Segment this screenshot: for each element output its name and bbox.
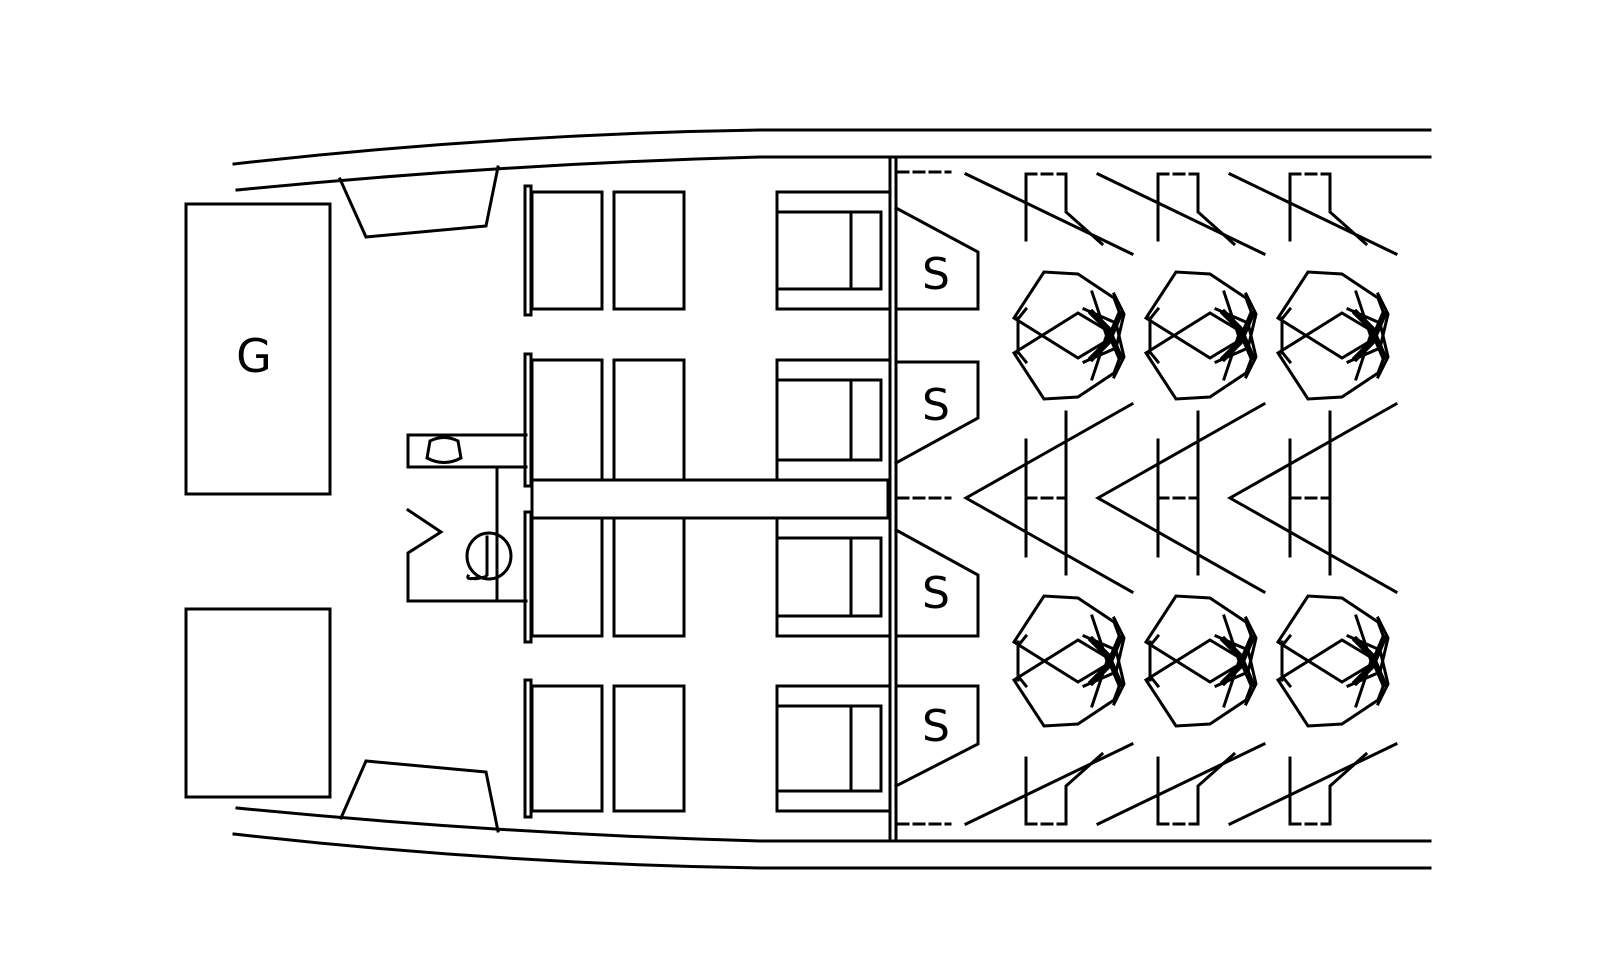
pod-seat-fold-c2-r2 [1222,290,1242,342]
pod-edge-c1-r4 [1087,634,1124,687]
pod-seat-c2-r2 [1143,270,1254,360]
fuselage-inner-top [235,155,1432,192]
pod-seat-fold-c1-r4 [1090,614,1110,666]
door-stowage-top [338,165,500,239]
console-frame-3 [775,516,892,638]
lavatory-wall [406,433,528,469]
pod-shell-c3-r4 [1280,615,1390,689]
seat-back-a-2 [530,358,604,482]
lavatory-door [405,507,528,603]
door-stowage-bottom [339,759,500,833]
console-unit-3 [775,536,883,618]
s-seat-group [893,170,980,826]
pod-divider-top-v-1 [1064,172,1105,247]
s-seat-4 [893,684,980,789]
pod-shell-c1-r4 [1016,615,1126,689]
forward-seat-block [523,184,892,819]
console-unit-2 [775,378,883,462]
pod-edge-c3-r4 [1351,634,1388,687]
labels: G S S S S [236,249,950,752]
pod-seat-c1-r2 [1011,270,1122,360]
pod-edge-c1-r3 [1087,635,1124,688]
pod-divider-top-v-2 [1196,172,1237,247]
lavatory-toilet-bowl [465,531,513,581]
pod-shell-c2-r4 [1148,615,1258,689]
fuselage-walls [232,128,1432,870]
seat-label-s-4: S [922,701,950,752]
seat-back-b-3 [612,516,686,638]
fuselage-outer-top [232,128,1432,166]
pod-edge-c2-r4 [1219,634,1256,687]
seat-back-b-4 [612,684,686,813]
pod-seat-c3-r2 [1275,270,1386,360]
pod-divider-top-1 [963,171,1135,257]
s-seat-1 [893,205,980,311]
pod-divider-bot-v-3 [1328,751,1369,826]
seat-back-b-2 [612,358,686,482]
pod-seat-fold-c2-r4 [1222,614,1242,666]
pod-seat-c2-r4 [1143,594,1254,684]
bulkhead [888,155,898,843]
s-seat-2 [893,360,980,466]
pod-seat-fold-c1-r2 [1090,290,1110,342]
pod-seat-c3-r1 [1275,311,1386,401]
lavatory [405,433,528,603]
pod-edge-c3-r2 [1351,310,1388,363]
galley-upper [184,202,332,496]
pod-seat-c3-r4 [1275,594,1386,684]
pod-divider-bot-v-1 [1064,751,1105,826]
seat-back-a-3 [530,516,604,638]
s-seat-3 [893,527,980,638]
lavatory-sink-icon [425,436,463,464]
pod-divider-bot-3 [1227,741,1399,827]
seat-row-post-2 [523,352,533,488]
seat-back-a-4 [530,684,604,813]
pod-seat-fold-c3-r4 [1354,614,1374,666]
pod-chevron-1 [962,401,1135,595]
console-frame-2 [775,358,892,482]
pod-seat-c1-r3 [1011,638,1122,728]
seat-label-s-1: S [922,249,950,300]
pod-divider-bot-1 [963,741,1135,827]
console-frame-1 [775,190,892,311]
seat-row-post-4 [523,678,533,819]
console-unit-1 [775,210,883,291]
pod-seat-c1-r1 [1011,311,1122,401]
fuselage-outer-bottom [232,832,1432,870]
pod-seat-fold-c3-r2 [1354,290,1374,342]
herringbone-seat-group [962,171,1399,827]
pod-seat-c2-r1 [1143,311,1254,401]
center-divider [530,478,890,520]
pod-edge-c1-r2 [1087,310,1124,363]
pod-chevron-2 [1094,401,1267,595]
pod-shell-c3-r2 [1280,291,1390,365]
pod-shell-c2-r2 [1148,291,1258,365]
pod-divider-top-3 [1227,171,1399,257]
console-unit-4 [775,704,883,793]
pod-divider-bot-v-2 [1196,751,1237,826]
fuselage-inner-bottom [235,806,1432,843]
pod-chevron-3 [1226,401,1399,595]
seat-label-s-3: S [922,568,950,619]
pod-edge-c3-r3 [1351,635,1388,688]
pod-divider-bot-2 [1095,741,1267,827]
pod-shell-c1-r2 [1016,291,1126,365]
pod-divider-top-2 [1095,171,1267,257]
galley-lower [184,607,332,799]
pod-seat-c1-r4 [1011,594,1122,684]
seat-row-post-1 [523,184,533,317]
galley-area [184,165,500,833]
galley-label: G [236,329,272,383]
pod-seat-c3-r3 [1275,638,1386,728]
seat-label-s-2: S [922,380,950,431]
pod-edge-c2-r3 [1219,635,1256,688]
seat-row-post-3 [523,510,533,644]
seat-back-b-1 [612,190,686,311]
pod-divider-top-v-3 [1328,172,1369,247]
pod-edge-c2-r2 [1219,310,1256,363]
pod-seat-c2-r3 [1143,638,1254,728]
seat-back-a-1 [530,190,604,311]
